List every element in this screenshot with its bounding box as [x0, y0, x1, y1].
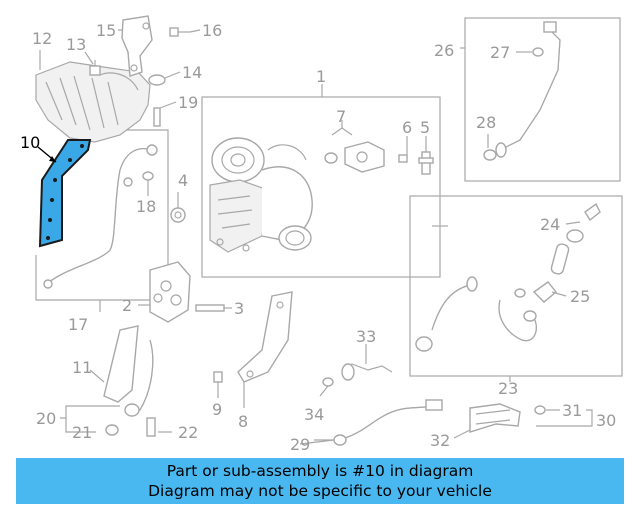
callout-2: 2 [122, 296, 132, 315]
callout-21: 21 [72, 423, 92, 442]
bolt-22-part [146, 417, 172, 437]
callout-5: 5 [420, 118, 430, 137]
gasket-21-part [105, 403, 140, 436]
callout-31: 31 [562, 401, 582, 420]
callout-8: 8 [238, 412, 248, 431]
bracket-11-part [89, 325, 154, 411]
coolant-pipe-box [464, 17, 621, 182]
turbocharger-box [201, 96, 441, 278]
callout-25: 25 [570, 287, 590, 306]
coolant-pipe-26-part [483, 21, 561, 161]
bracket-8-part [237, 291, 293, 408]
banner-line-disclaimer: Diagram may not be specific to your vehi… [148, 482, 492, 500]
banner-line-part: Part or sub-assembly is #10 in diagram [166, 462, 474, 480]
callout-26: 26 [434, 41, 454, 60]
callout-16: 16 [202, 21, 222, 40]
oil-pipe-17-part [43, 144, 158, 289]
bolt-6-part [398, 136, 408, 163]
callout-10-highlighted: 10 [20, 133, 40, 152]
callout-20: 20 [36, 409, 56, 428]
callout-22: 22 [178, 423, 198, 442]
heat-shield-part [35, 50, 151, 143]
stud-3-part [195, 304, 232, 312]
callout-32: 32 [430, 431, 450, 450]
oil-return-23-part [415, 202, 601, 352]
gasket-14-part [148, 71, 181, 86]
fitting-33-part [341, 344, 393, 381]
stud-19-part [153, 101, 177, 127]
callout-3: 3 [234, 299, 244, 318]
bolt-16-part [169, 27, 201, 37]
fitting-5-part [418, 136, 434, 175]
gasket-2-part [138, 261, 191, 323]
pipe-32-part [453, 403, 560, 439]
callout-13: 13 [66, 35, 86, 54]
exploded-parts-diagram: 1 2 3 4 5 6 7 8 9 10 11 12 13 14 15 16 1… [20, 15, 623, 454]
callout-7: 7 [336, 107, 346, 126]
callout-6: 6 [402, 118, 412, 137]
actuator-7-part [324, 120, 385, 173]
gasket-34-part [319, 377, 334, 397]
callout-1: 1 [316, 67, 326, 86]
callout-15: 15 [96, 21, 116, 40]
bolt-9-part [213, 371, 223, 398]
bolt-13-part [84, 51, 101, 76]
callout-11: 11 [72, 358, 92, 377]
turbocharger-1-part [209, 137, 313, 253]
callout-19: 19 [178, 93, 198, 112]
part-info-banner: Part or sub-assembly is #10 in diagram D… [16, 458, 624, 504]
callout-23: 23 [498, 379, 518, 398]
callout-12: 12 [32, 29, 52, 48]
pipe-29-part [314, 399, 443, 446]
callout-24: 24 [540, 215, 560, 234]
gasket-10-highlighted-part [37, 139, 92, 248]
plug-4-part [170, 192, 186, 223]
callout-28: 28 [476, 113, 496, 132]
washer-18-part [142, 171, 154, 196]
callout-34: 34 [304, 405, 324, 424]
callout-30: 30 [596, 411, 616, 430]
callout-14: 14 [182, 63, 202, 82]
callout-29: 29 [290, 435, 310, 454]
bracket-15-part [118, 15, 153, 77]
callout-4: 4 [178, 171, 188, 190]
callout-33: 33 [356, 327, 376, 346]
callout-9: 9 [212, 400, 222, 419]
callout-17: 17 [68, 315, 88, 334]
oil-line-box [409, 195, 623, 377]
callout-18: 18 [136, 197, 156, 216]
callout-27: 27 [490, 43, 510, 62]
